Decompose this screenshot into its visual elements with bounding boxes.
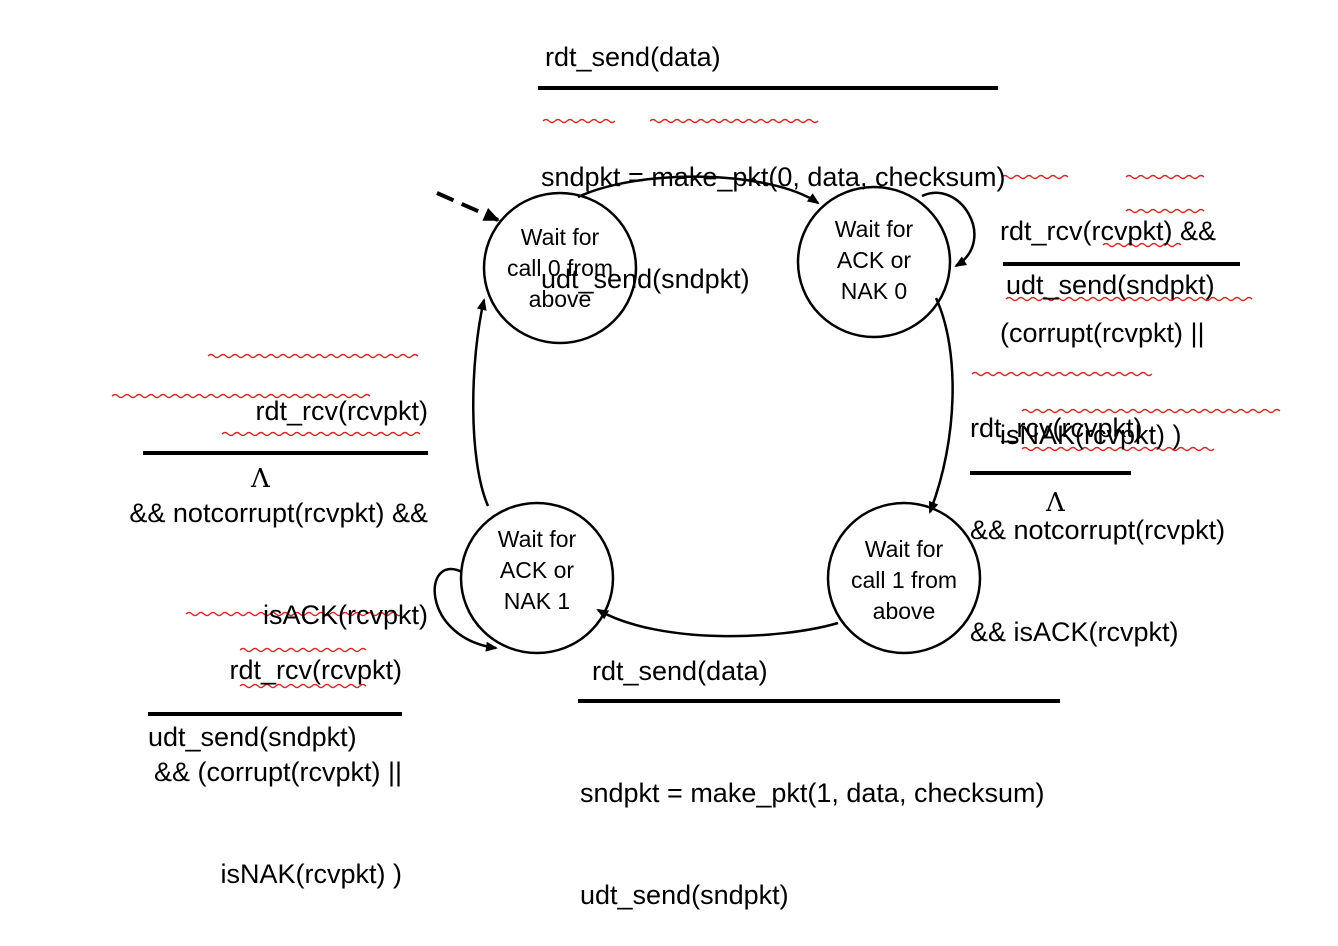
state-label-line: call 1 from: [850, 567, 958, 593]
state-wait-call-0: [482, 191, 638, 345]
transition-top-actions: sndpkt = make_pkt(0, data, checksum) udt…: [541, 92, 1005, 330]
transition-arc-top: [577, 175, 820, 205]
event-line: && isACK(rcvpkt): [970, 617, 1179, 647]
event-line: rdt_rcv(rcvpkt) &&: [1000, 216, 1217, 246]
state-label-line: Wait for: [520, 224, 600, 250]
state-label-line: above: [528, 286, 592, 312]
transition-left-event: rdt_rcv(rcvpkt) && notcorrupt(rcvpkt) &&…: [40, 326, 428, 666]
transition-self-loop-0-event: rdt_rcv(rcvpkt) && (corrupt(rcvpkt) || i…: [1000, 146, 1216, 486]
transition-self-loop-1-action: udt_send(sndpkt): [148, 722, 357, 752]
transition-arc-bottom: [596, 608, 839, 638]
event-line: (corrupt(rcvpkt) ||: [1000, 318, 1205, 348]
spellcheck-underlines: [111, 118, 1281, 689]
action-line: udt_send(sndpkt): [580, 880, 789, 910]
self-loop-ack-nak-0: [921, 191, 976, 268]
fsm-diagram: [111, 86, 1281, 716]
transition-arc-right: [928, 297, 954, 514]
state-label-line: ACK or: [836, 247, 912, 273]
event-line: rdt_rcv(rcvpkt): [970, 413, 1143, 443]
event-line: isNAK(rcvpkt) ): [220, 859, 403, 889]
initial-state-arrow: [436, 191, 500, 222]
transition-right-event: rdt_rcv(rcvpkt) && notcorrupt(rcvpkt) &&…: [970, 343, 1225, 683]
event-line: rdt_rcv(rcvpkt): [255, 396, 428, 426]
state-wait-call-1: [826, 501, 982, 655]
action-line: sndpkt = make_pkt(0, data, checksum): [541, 162, 1006, 192]
state-label-line: call 0 from: [506, 255, 614, 281]
state-label-wait-ack-nak-0: Wait for ACK or NAK 0: [798, 214, 950, 307]
state-label-wait-call-1: Wait for call 1 from above: [828, 534, 980, 627]
event-line: isNAK(rcvpkt) ): [1000, 420, 1182, 450]
state-label-wait-call-0: Wait for call 0 from above: [484, 222, 636, 315]
state-label-line: Wait for: [497, 526, 577, 552]
transition-right-action-lambda: Λ: [1046, 488, 1065, 518]
transition-left-action-lambda: Λ: [251, 464, 270, 494]
event-line: rdt_rcv(rcvpkt): [229, 655, 402, 685]
self-loop-ack-nak-1: [433, 567, 498, 652]
state-label-line: NAK 1: [503, 588, 571, 614]
event-line: && notcorrupt(rcvpkt): [970, 515, 1226, 545]
action-line: sndpkt = make_pkt(1, data, checksum): [580, 778, 1045, 808]
state-label-wait-ack-nak-1: Wait for ACK or NAK 1: [461, 524, 613, 617]
state-label-line: NAK 0: [840, 278, 908, 304]
state-label-line: ACK or: [499, 557, 575, 583]
transition-arc-left: [472, 298, 490, 507]
state-label-line: Wait for: [864, 536, 944, 562]
transition-bottom-actions: sndpkt = make_pkt(1, data, checksum) udt…: [580, 708, 1044, 946]
event-line: && notcorrupt(rcvpkt) &&: [129, 498, 428, 528]
state-wait-ack-nak-0: [796, 185, 952, 339]
event-line: isACK(rcvpkt): [262, 600, 428, 630]
transition-bottom-event: rdt_send(data): [592, 656, 768, 686]
state-label-line: Wait for: [834, 216, 914, 242]
transition-self-loop-0-action: udt_send(sndpkt): [1006, 270, 1215, 300]
action-line: udt_send(sndpkt): [541, 264, 750, 294]
transition-top-event: rdt_send(data): [545, 42, 721, 72]
event-line: && (corrupt(rcvpkt) ||: [153, 757, 402, 787]
state-wait-ack-nak-1: [459, 501, 615, 655]
state-label-line: above: [872, 598, 936, 624]
